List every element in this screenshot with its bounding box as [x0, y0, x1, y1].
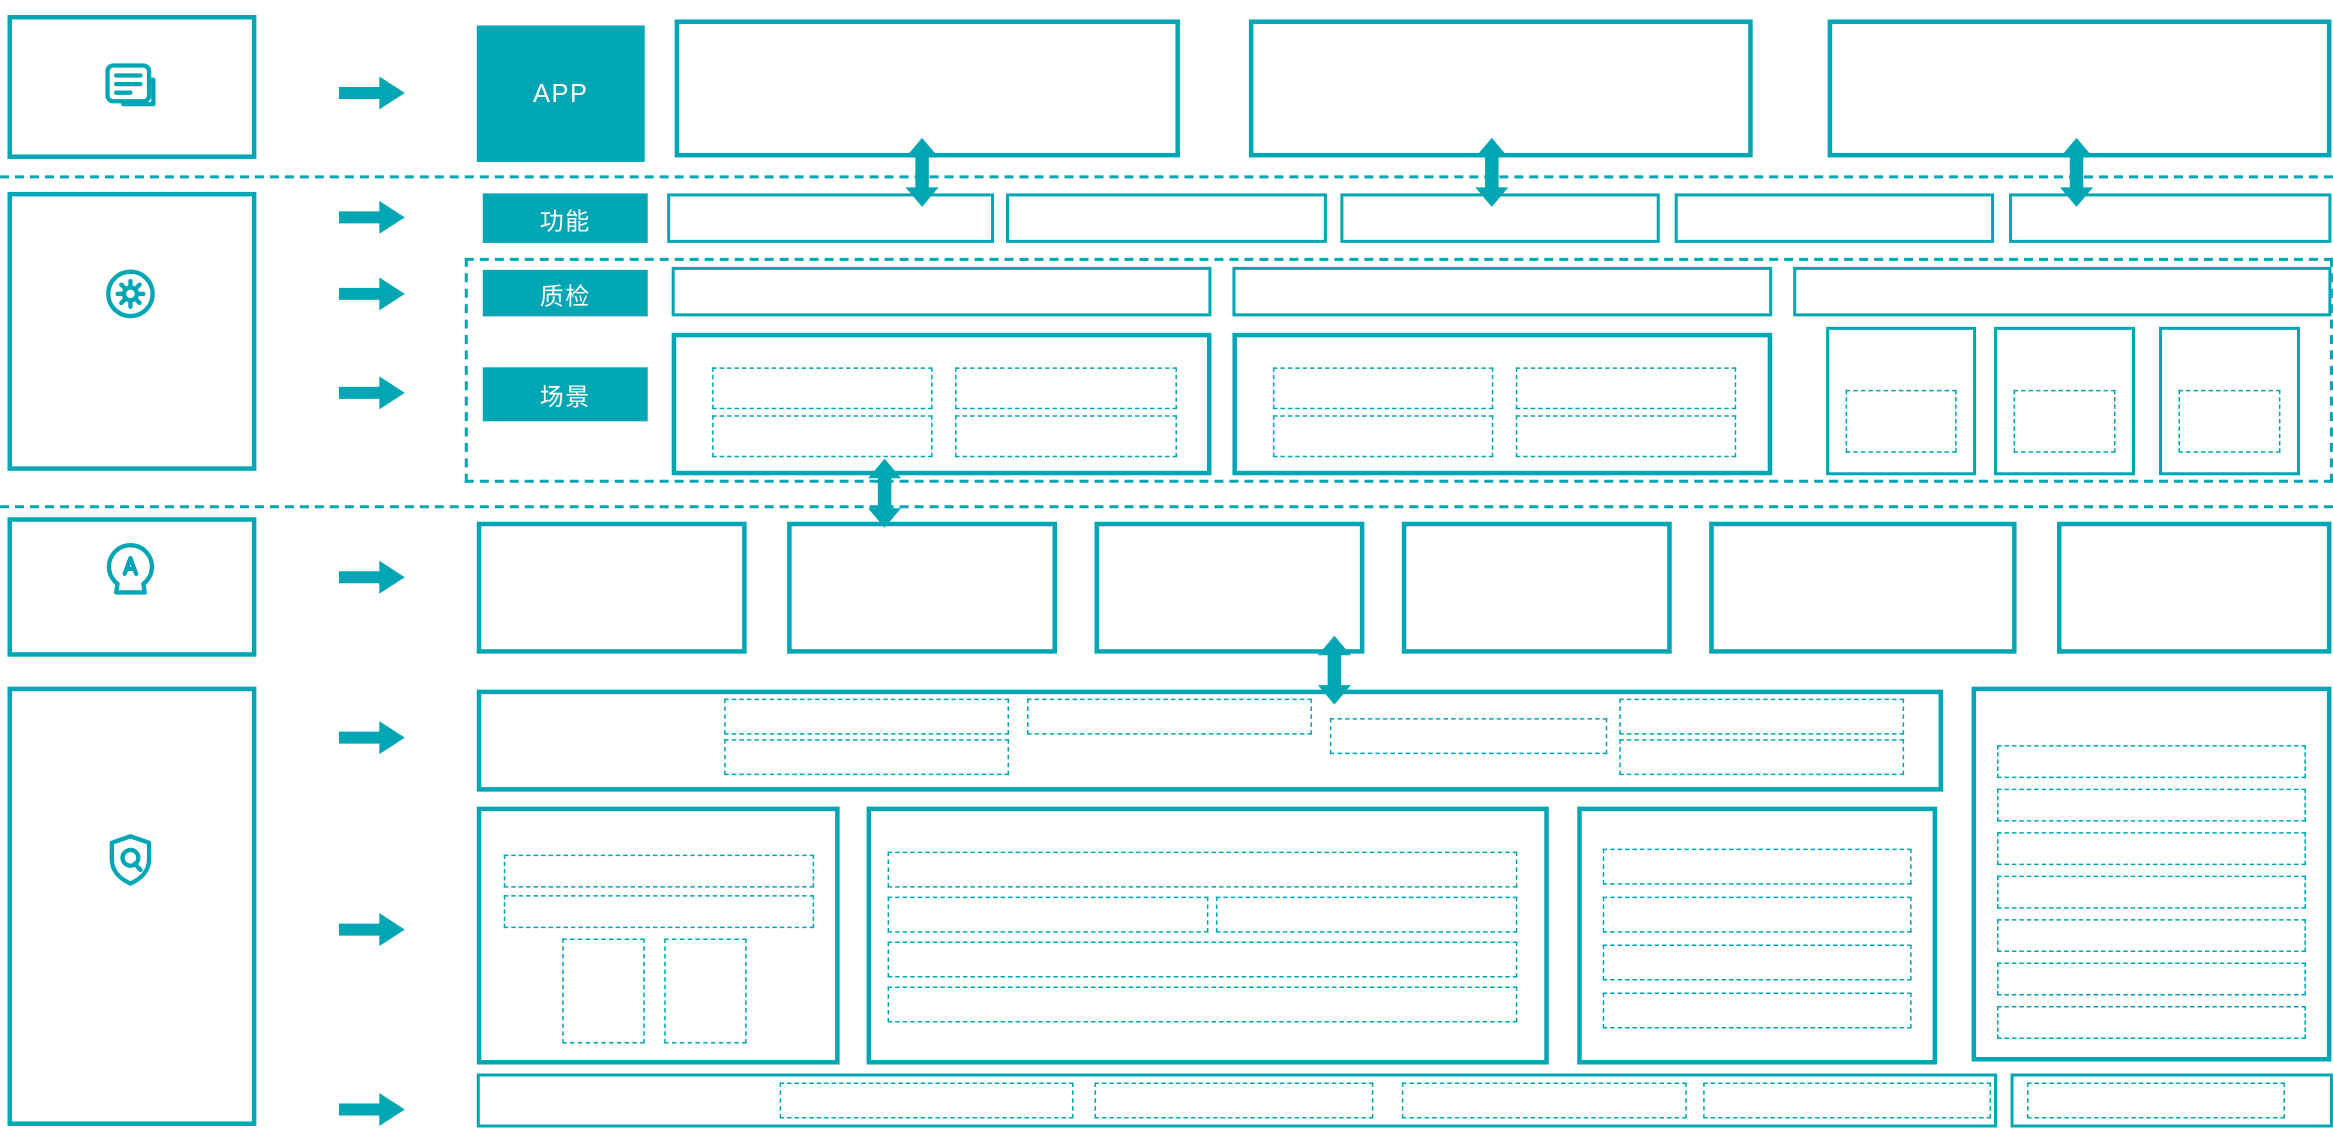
flow-vertical-arrow-icon: [905, 137, 939, 207]
dashed-slot: [1094, 1082, 1374, 1119]
function-row-label: 功能: [482, 193, 648, 243]
ai-capability-box: [1709, 521, 2017, 654]
flow-right-arrow-icon: [338, 200, 405, 234]
flow-vertical-arrow-icon: [2060, 137, 2094, 207]
dashed-slot: [1272, 415, 1494, 458]
dashed-slot: [887, 941, 1518, 978]
quality-check-box: [671, 266, 1212, 317]
database-icon: [105, 63, 156, 107]
dashed-slot: [1515, 367, 1737, 410]
dashed-slot: [664, 938, 747, 1044]
function-box: [667, 193, 995, 243]
ai-capability-box: [1401, 521, 1672, 654]
dashed-slot: [503, 854, 815, 888]
quality-check-box: [1793, 266, 2332, 317]
app-module-box: [674, 19, 1180, 158]
dashed-slot: [1602, 992, 1912, 1029]
dashed-slot: [1703, 1082, 1992, 1119]
scenario-container: [1232, 332, 1773, 476]
dashed-separator-line: [0, 175, 2333, 179]
left-panel-ai: [7, 517, 257, 657]
dashed-slot: [724, 739, 1010, 776]
left-panel-agent: [7, 191, 257, 471]
scenario-row-label: 场景: [482, 367, 648, 422]
dashed-slot: [887, 896, 1209, 933]
flow-vertical-arrow-icon: [868, 458, 902, 528]
dashed-slot: [887, 851, 1518, 888]
dashed-slot: [887, 986, 1518, 1023]
function-box: [1006, 193, 1327, 243]
ai-capability-box: [787, 521, 1058, 654]
dashed-slot: [2027, 1082, 2285, 1119]
quality-check-row-label: 质检: [482, 269, 648, 317]
dashed-slot: [1845, 389, 1957, 453]
ai-head-icon: [106, 543, 155, 595]
base-layer-box-right: [2010, 1073, 2333, 1128]
dashed-slot: [1515, 415, 1737, 458]
flow-right-arrow-icon: [338, 721, 405, 755]
dashed-slot: [1997, 962, 2306, 996]
dashed-slot: [712, 367, 933, 410]
dashed-slot: [2013, 389, 2116, 453]
flow-right-arrow-icon: [338, 376, 405, 410]
ai-capability-box: [2057, 521, 2332, 654]
dashed-slot: [1602, 848, 1912, 885]
dashed-slot: [1997, 875, 2306, 909]
function-box: [1674, 193, 1995, 243]
flow-right-arrow-icon: [338, 277, 405, 311]
left-panel-data: [7, 14, 257, 159]
app-module-box: [1248, 19, 1753, 158]
dashed-slot: [1215, 896, 1518, 933]
dashed-slot: [1329, 718, 1608, 755]
scenario-small-box: [1826, 326, 1977, 476]
dashed-slot: [1997, 919, 2306, 953]
dashed-slot: [1602, 896, 1912, 933]
scenario-small-box: [2158, 326, 2300, 476]
dashed-slot: [955, 367, 1177, 410]
dashed-slot: [1997, 1006, 2306, 1040]
dashed-slot: [1997, 832, 2306, 866]
flow-right-arrow-icon: [338, 1092, 405, 1126]
base-layer-box: [476, 1073, 1998, 1128]
flow-vertical-arrow-icon: [1317, 635, 1351, 705]
right-module-box: [1971, 686, 2332, 1062]
flow-right-arrow-icon: [338, 913, 405, 947]
dashed-slot: [1619, 739, 1905, 776]
dashed-slot: [712, 415, 933, 458]
dashed-slot: [1027, 698, 1312, 735]
dashed-separator-line: [0, 505, 2333, 509]
quality-scenario-group: [464, 257, 2333, 483]
ai-capability-box: [476, 521, 747, 654]
dashed-slot: [779, 1082, 1074, 1119]
dashed-slot: [1619, 698, 1905, 735]
shield-quality-icon: [109, 834, 152, 886]
ai-capability-box: [1094, 521, 1365, 654]
dashed-slot: [503, 895, 815, 929]
dashed-slot: [1272, 367, 1494, 410]
dashed-slot: [1997, 745, 2306, 779]
app-row-label: APP: [476, 25, 645, 162]
dashed-slot: [2178, 389, 2281, 453]
engine-box-left: [476, 806, 840, 1065]
app-module-box: [1827, 19, 2332, 158]
quality-check-box: [1232, 266, 1773, 317]
dashed-slot: [1602, 944, 1912, 981]
scenario-small-box: [1994, 326, 2136, 476]
dashed-slot: [955, 415, 1177, 458]
dashed-slot: [724, 698, 1010, 735]
function-box: [1340, 193, 1660, 243]
dashed-slot: [1401, 1082, 1687, 1119]
engine-box-center: [866, 806, 1549, 1065]
flow-right-arrow-icon: [338, 76, 405, 110]
dashed-slot: [562, 938, 645, 1044]
scenario-container: [671, 332, 1212, 476]
function-box: [2009, 193, 2332, 243]
agent-gear-icon: [106, 269, 155, 319]
flow-right-arrow-icon: [338, 560, 405, 594]
dashed-slot: [1997, 788, 2306, 822]
flow-vertical-arrow-icon: [1475, 137, 1509, 207]
left-panel-quality: [7, 686, 257, 1126]
